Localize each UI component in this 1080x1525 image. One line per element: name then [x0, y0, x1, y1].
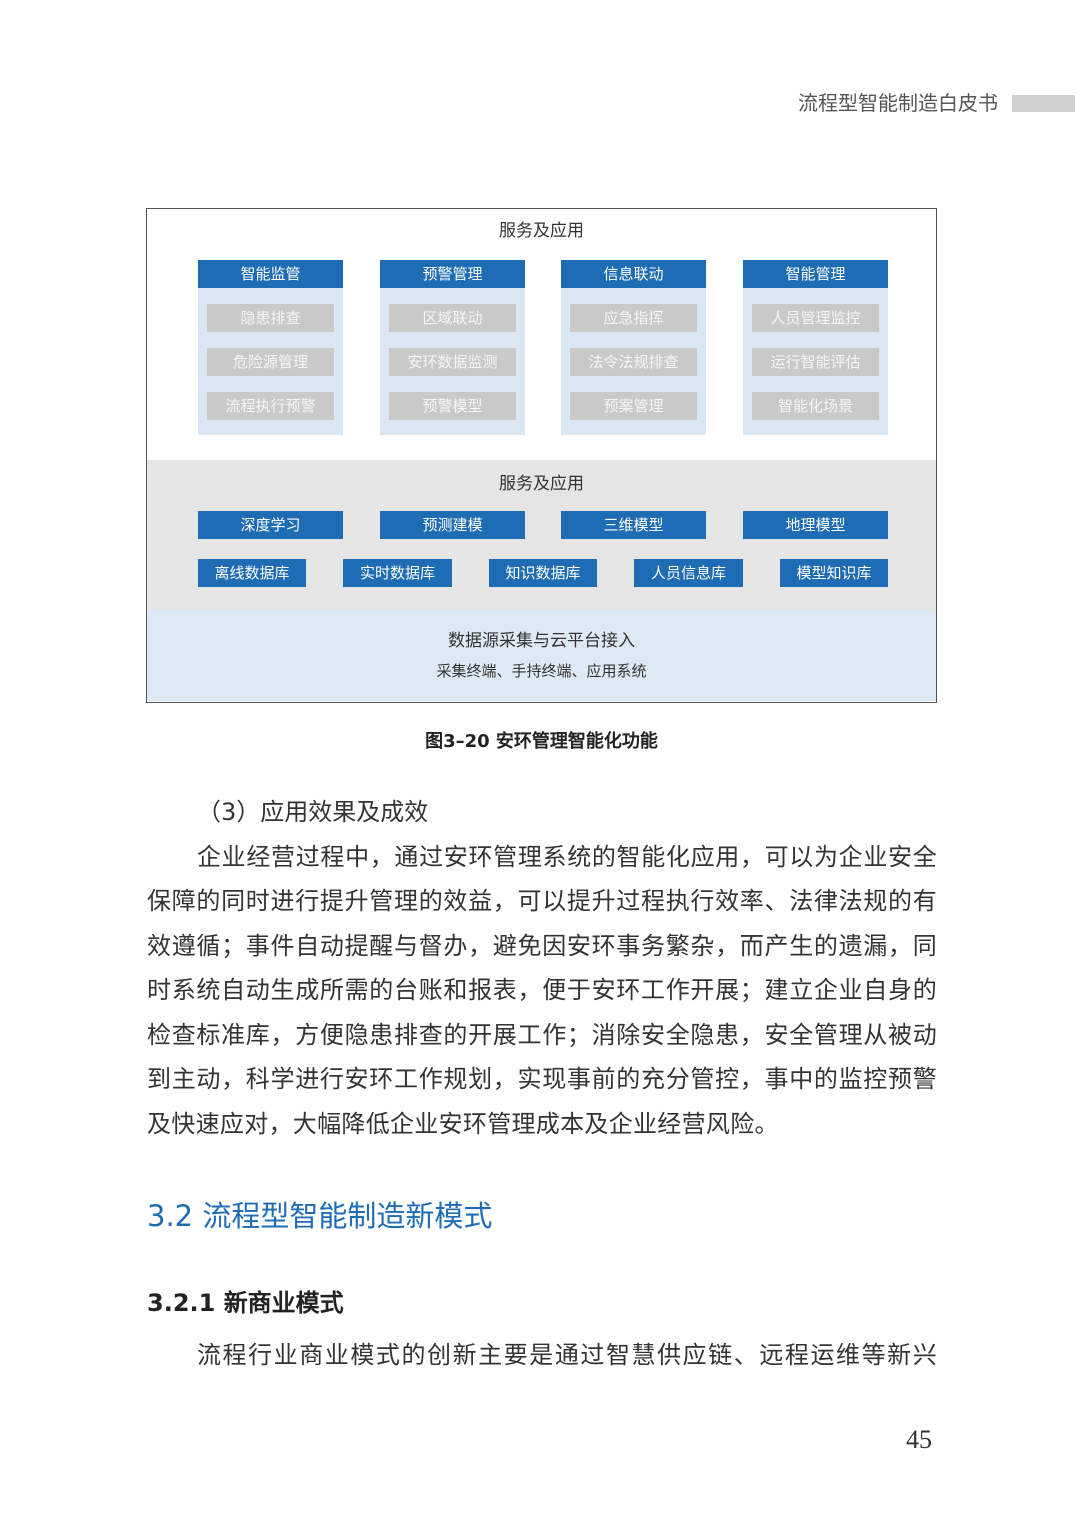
function-column: 信息联动 应急指挥 法令法规排查 预案管理 [561, 260, 706, 435]
function-item: 区域联动 [389, 304, 516, 332]
function-item: 人员管理监控 [752, 304, 879, 332]
function-item: 运行智能评估 [752, 348, 879, 376]
database-box: 模型知识库 [780, 559, 888, 587]
database-box: 离线数据库 [198, 559, 306, 587]
figure-caption: 图3–20 安环管理智能化功能 [425, 731, 658, 752]
data-source-terminals: 采集终端、手持终端、应用系统 [436, 662, 647, 680]
paragraph-line: 及快速应对，大幅降低企业安环管理成本及企业经营风险。 [147, 1109, 779, 1138]
function-item: 法令法规排查 [570, 348, 697, 376]
paragraph-line: 保障的同时进行提升管理的效益，可以提升过程执行效率、法律法规的有 [147, 887, 937, 916]
column-header: 智能管理 [743, 260, 888, 288]
function-item: 安环数据监测 [389, 348, 516, 376]
database-box: 知识数据库 [489, 559, 597, 587]
subsection-heading: （3）应用效果及成效 [197, 798, 429, 826]
services-section: 服务及应用 智能监管 隐患排查 危险源管理 流程执行预警 预警管理 区域联动 安… [147, 209, 936, 460]
page-number: 45 [906, 1425, 932, 1454]
function-column: 智能管理 人员管理监控 运行智能评估 智能化场景 [743, 260, 888, 435]
database-box: 人员信息库 [634, 559, 743, 587]
body-paragraph: 企业经营过程中，通过安环管理系统的智能化应用，可以为企业安全 保障的同时进行提升… [147, 835, 937, 1147]
model-box: 地理模型 [743, 511, 888, 539]
section-title: 服务及应用 [499, 221, 584, 241]
database-box: 实时数据库 [343, 559, 452, 587]
paragraph-line: 效遵循；事件自动提醒与督办，避免因安环事务繁杂，而产生的遗漏，同 [147, 931, 937, 960]
header-bar [1012, 95, 1075, 112]
running-title: 流程型智能制造白皮书 [798, 91, 998, 115]
body-paragraph: 流程行业商业模式的创新主要是通过智慧供应链、远程运维等新兴 [147, 1333, 937, 1378]
section-title: 服务及应用 [499, 474, 584, 494]
column-header: 预警管理 [380, 260, 525, 288]
model-box: 深度学习 [198, 511, 343, 539]
paragraph-line: 企业经营过程中，通过安环管理系统的智能化应用，可以为企业安全 [197, 842, 937, 871]
function-column: 预警管理 区域联动 安环数据监测 预警模型 [380, 260, 525, 435]
function-item: 流程执行预警 [207, 392, 334, 420]
paragraph-line: 检查标准库，方便隐患排查的开展工作；消除安全隐患，安全管理从被动 [147, 1020, 937, 1049]
function-item: 应急指挥 [570, 304, 697, 332]
model-box: 预测建模 [380, 511, 525, 539]
data-source-section: 数据源采集与云平台接入 采集终端、手持终端、应用系统 [147, 610, 936, 701]
function-item: 隐患排查 [207, 304, 334, 332]
column-header: 信息联动 [561, 260, 706, 288]
paragraph-line: 时系统自动生成所需的台账和报表，便于安环工作开展；建立企业自身的 [147, 976, 937, 1005]
data-source-title: 数据源采集与云平台接入 [448, 631, 635, 651]
function-item: 智能化场景 [752, 392, 879, 420]
function-item: 预案管理 [570, 392, 697, 420]
function-item: 危险源管理 [207, 348, 334, 376]
section-heading: 3.2 流程型智能制造新模式 [147, 1199, 493, 1233]
function-column: 智能监管 隐患排查 危险源管理 流程执行预警 [198, 260, 343, 435]
subsubsection-heading: 3.2.1 新商业模式 [147, 1289, 344, 1317]
function-item: 预警模型 [389, 392, 516, 420]
paragraph-line: 流程行业商业模式的创新主要是通过智慧供应链、远程运维等新兴 [197, 1340, 937, 1369]
model-box: 三维模型 [561, 511, 706, 539]
analytics-section: 服务及应用 深度学习 预测建模 三维模型 地理模型 离线数据库 实时数据库 知识… [147, 460, 936, 610]
figure-diagram: 服务及应用 智能监管 隐患排查 危险源管理 流程执行预警 预警管理 区域联动 安… [146, 208, 937, 703]
paragraph-line: 到主动，科学进行安环工作规划，实现事前的充分管控，事中的监控预警 [147, 1065, 937, 1094]
column-header: 智能监管 [198, 260, 343, 288]
